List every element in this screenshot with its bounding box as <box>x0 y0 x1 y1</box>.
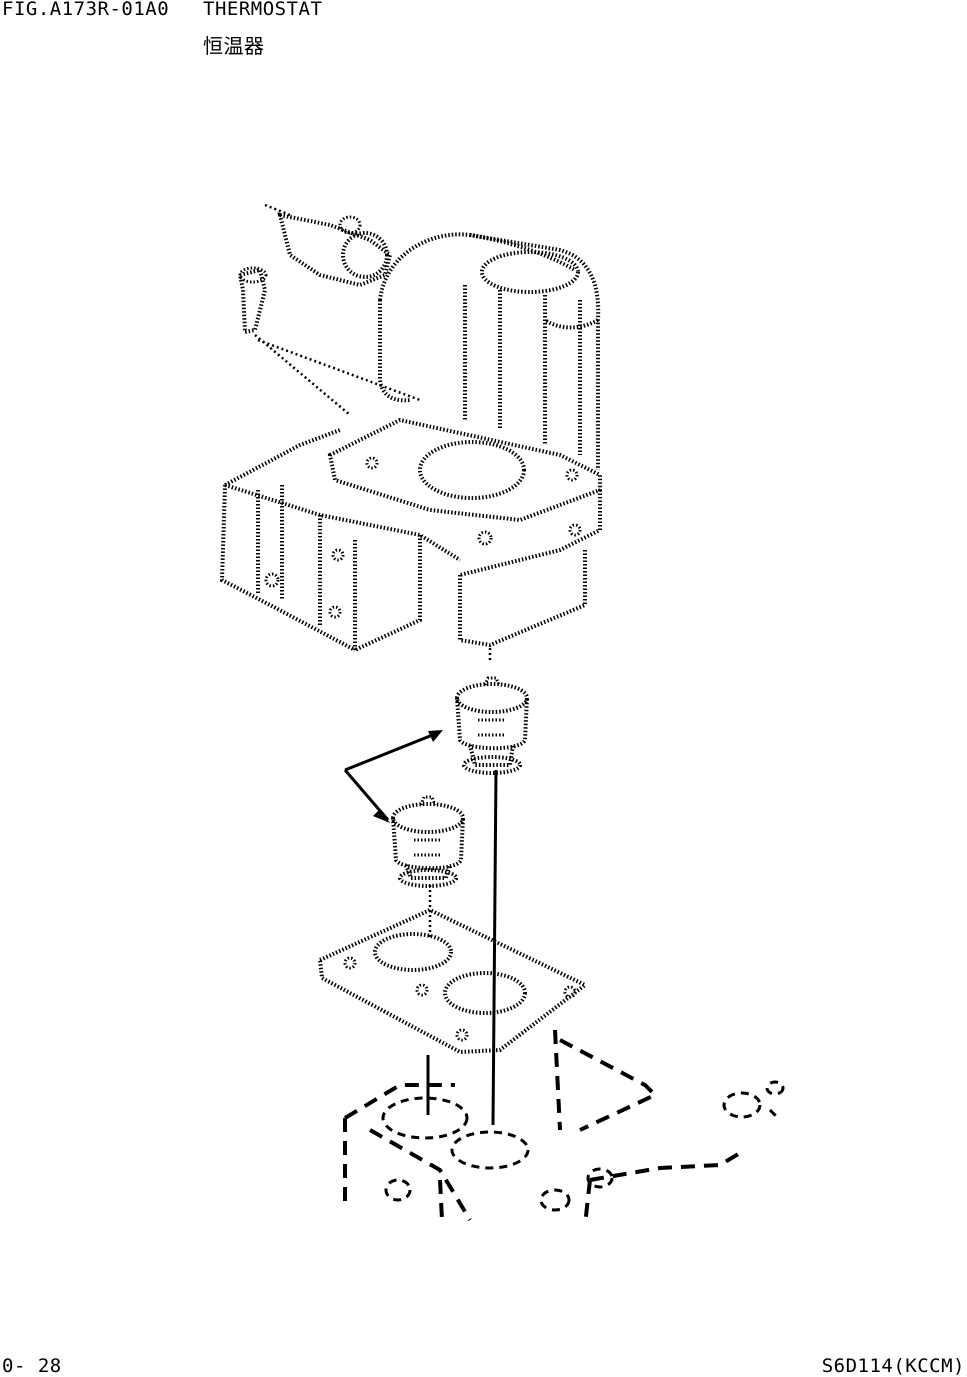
gasket <box>317 907 589 1055</box>
thermostat-housing <box>219 232 602 652</box>
cylinder-head-outline <box>343 1029 785 1226</box>
center-line-right <box>491 769 498 1126</box>
thermostat-right <box>455 676 529 775</box>
page-title: THERMOSTAT <box>203 0 323 20</box>
page-subtitle: 恒温器 <box>203 34 265 58</box>
figure-code: FIG.A173R-01A0 <box>2 0 170 20</box>
reference-arrows <box>343 730 443 823</box>
model-code: S6D114(KCCM) <box>821 1355 965 1377</box>
mounting-bolts <box>237 203 421 416</box>
page-number: 0- 28 <box>2 1355 62 1377</box>
thermostat-left <box>391 795 465 888</box>
